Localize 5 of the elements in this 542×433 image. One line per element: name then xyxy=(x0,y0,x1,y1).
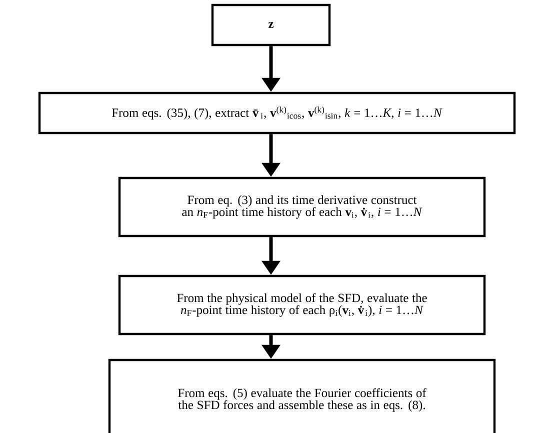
process-box: From the physical model of the SFD, evaluate the n$_{F}$-point time history of each ρ$_{i}$(v$_{i}$, v̇$_{i}$), i = 1…N xyxy=(118,274,486,336)
process-box: From eq. (3) and its time derivative construct an n$_{F}$-point time history of each v$_{i}$, v̇$_{i}$, i = 1…N xyxy=(118,176,486,238)
process-box: z xyxy=(211,4,331,46)
process-box: From eqs. (35), (7), extract v̄$_{i}$, v$^{(k)}$$_{icos}$, v$^{(k)}$$_{isin}$, k = 1…K, i = 1…N xyxy=(38,92,516,134)
process-box: From eqs. (5) evaluate the Fourier coefficients of the SFD forces and assemble these as in eqs. (8). xyxy=(108,358,496,433)
